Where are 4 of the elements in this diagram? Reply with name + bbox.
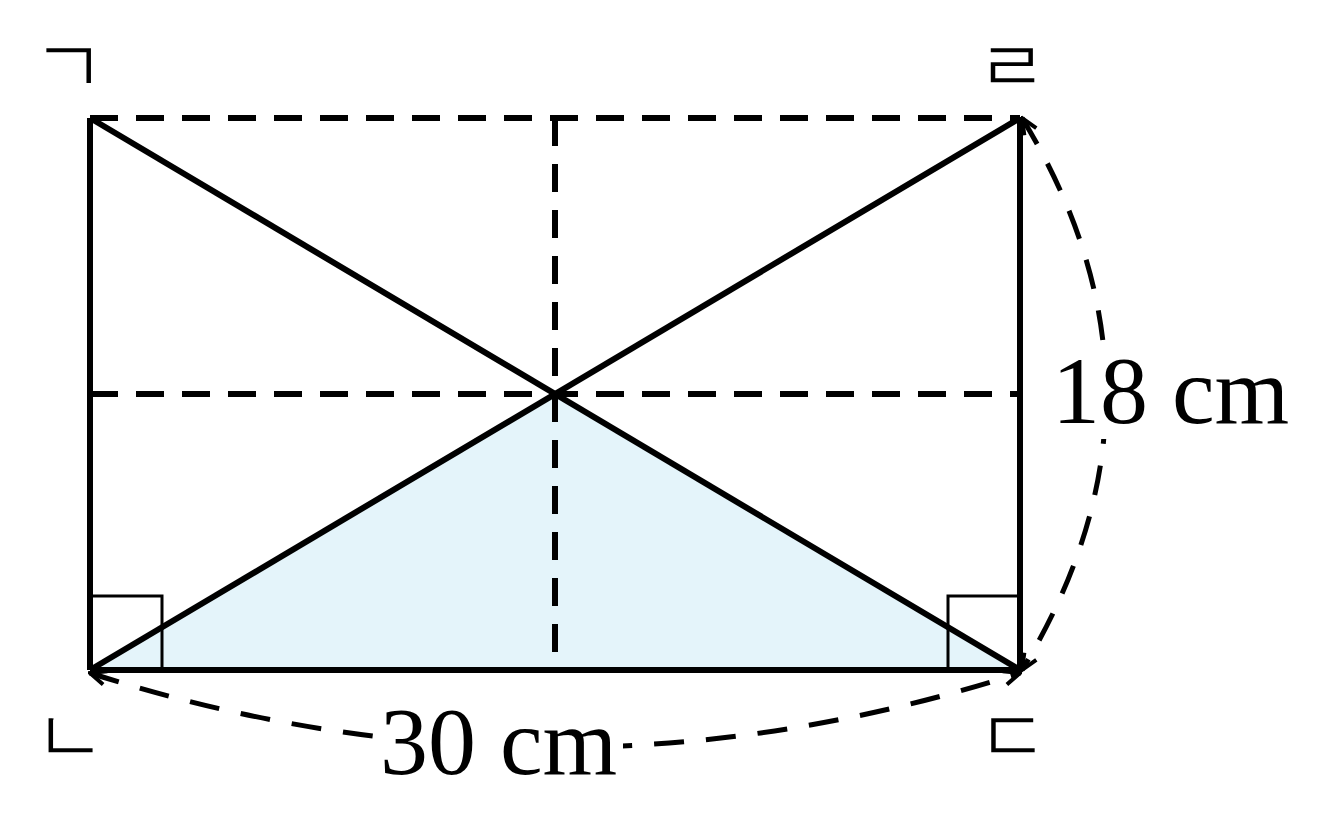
vertex-label: ㄹ (976, 30, 1048, 102)
vertex-label: ㄷ (978, 700, 1050, 772)
vertex-label: ㄱ (34, 30, 106, 102)
vertex-label: ㄴ (34, 700, 106, 772)
